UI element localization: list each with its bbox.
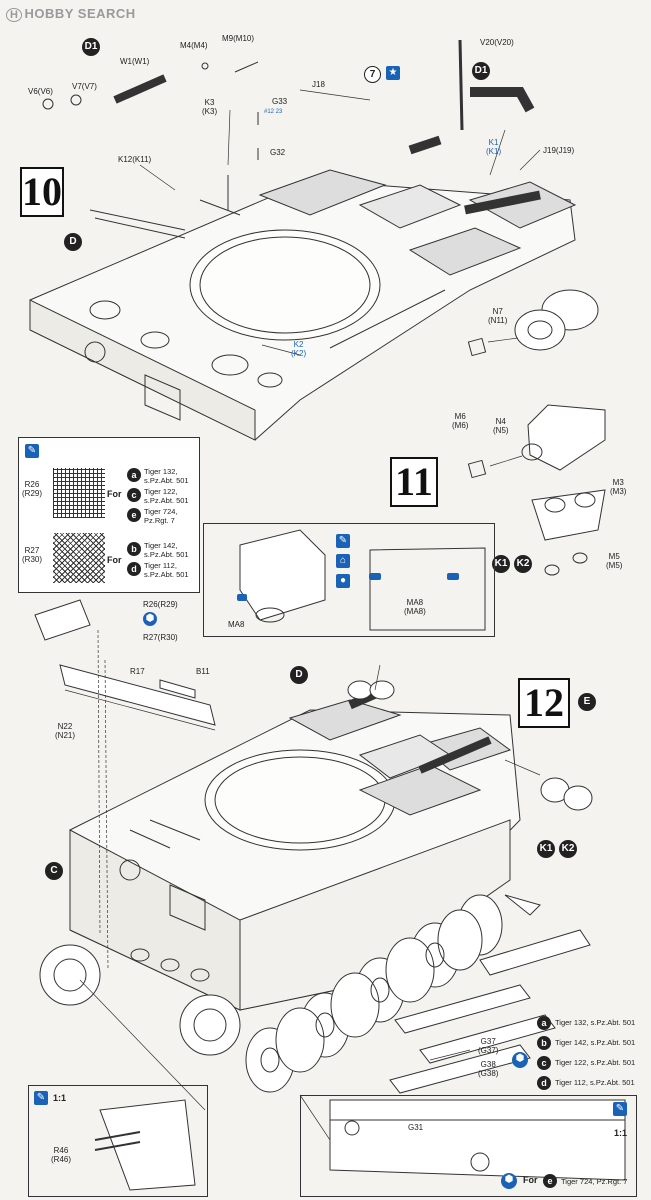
for-label-2: For (107, 555, 122, 565)
ma8-detail-box: MA8 ✎ ⌂ ● MA8 (MA8) (203, 523, 495, 637)
brush-icon-4: ✎ (613, 1102, 627, 1116)
marking-e-text: Tiger 724, Pz.Rgt. 7 (144, 507, 178, 525)
tape-icon: ⌂ (336, 554, 350, 568)
part-label-g38: G38 (G38) (478, 1060, 499, 1078)
part-label-ma8-left: MA8 (228, 620, 245, 629)
step-12-number: 12 (518, 678, 570, 728)
glue-drop-icon: ● (336, 574, 350, 588)
legend-d-text: Tiger 112, s.Pz.Abt. 501 (555, 1078, 635, 1087)
marking-a-text: Tiger 132, s.Pz.Abt. 501 (144, 467, 189, 485)
legend-c-badge: c (537, 1056, 551, 1070)
marker-d1-badge-2: D1 (472, 62, 490, 80)
mesh-label-r27: R27 (R30) (22, 546, 43, 564)
detail-e-badge: e (543, 1174, 557, 1188)
detail-e-text: Tiger 724, Pz.Rgt. 7 (561, 1177, 628, 1186)
legend-a-badge: a (537, 1016, 551, 1030)
marking-d-badge: d (127, 562, 141, 576)
g31-detail-box: ✎ 1:1 G31 ⬢ For e Tiger 724, Pz.Rgt. 7 (300, 1095, 637, 1197)
marking-c-badge: c (127, 488, 141, 502)
brush-icon-3: ✎ (34, 1091, 48, 1105)
decal-star-icon: ★ (386, 66, 400, 80)
marking-a-badge: a (127, 468, 141, 482)
marker-d-badge-2: D (290, 666, 308, 684)
part-label-r17: R17 (130, 667, 145, 676)
part-label-k2: K2 (K2) (291, 340, 307, 358)
part-label-n22: N22 (N21) (55, 722, 76, 740)
part-label-j19: J19(J19) (543, 146, 575, 155)
tape-marker-right-1 (369, 573, 381, 580)
marking-d-text: Tiger 112, s.Pz.Abt. 501 (144, 561, 189, 579)
part-label-v6: V6(V6) (28, 87, 53, 96)
part-label-r26: R26(R29) (143, 600, 178, 609)
r46-detail-box: ✎ 1:1 R46 (R46) (28, 1085, 208, 1197)
mesh-label-r26: R26 (R29) (22, 480, 43, 498)
marking-b-text: Tiger 142, s.Pz.Abt. 501 (144, 541, 189, 559)
option-icon-2: ⬢ (512, 1052, 528, 1068)
marker-k2-badge: K2 (514, 555, 532, 573)
part-label-m6: M6 (M6) (452, 412, 469, 430)
part-label-g33: G33 (272, 97, 288, 106)
part-label-n4: N4 (N5) (493, 417, 509, 435)
step-10-number: 10 (20, 167, 64, 217)
part-label-g33-note: #12 23 (264, 109, 283, 115)
brush-icon-2: ✎ (336, 534, 350, 548)
part-label-ma8-right: MA8 (MA8) (404, 598, 426, 616)
part-label-g32: G32 (270, 148, 286, 157)
marking-options-box: ✎ R26 (R29) R27 (R30) For For a Tiger 13… (18, 437, 200, 593)
legend-b-text: Tiger 142, s.Pz.Abt. 501 (555, 1038, 636, 1047)
part-label-m5: M5 (M5) (606, 552, 623, 570)
part-label-g37: G37 (G37) (478, 1037, 499, 1055)
marker-d1-badge: D1 (82, 38, 100, 56)
part-label-g31: G31 (408, 1123, 424, 1132)
marker-e-badge: E (578, 693, 596, 711)
legend-d-badge: d (537, 1076, 551, 1090)
brush-icon: ✎ (25, 444, 39, 458)
part-label-j18: J18 (312, 80, 325, 89)
part-label-r46: R46 (R46) (51, 1146, 72, 1164)
part-label-m4: M4(M4) (180, 41, 208, 50)
legend-b-badge: b (537, 1036, 551, 1050)
part-label-r27: R27(R30) (143, 633, 178, 642)
for-label-1: For (107, 489, 122, 499)
scale-label-right: 1:1 (614, 1128, 628, 1138)
option-icon: ⬢ (143, 612, 157, 626)
part-label-b11: B11 (196, 667, 210, 676)
for-label-3: For (523, 1175, 538, 1185)
marking-b-badge: b (127, 542, 141, 556)
marker-k1-badge-2: K1 (537, 840, 555, 858)
part-label-k1: K1 (K1) (486, 138, 502, 156)
marker-k2-badge-2: K2 (559, 840, 577, 858)
marker-d-badge: D (64, 233, 82, 251)
tape-marker-right-2 (447, 573, 459, 580)
part-label-k12: K12(K11) (118, 155, 152, 164)
legend-a-text: Tiger 132, s.Pz.Abt. 501 (555, 1018, 636, 1027)
part-label-n7: N7 (N11) (488, 307, 508, 325)
mesh-pattern-square (53, 468, 105, 518)
part-label-w1: W1(W1) (120, 57, 150, 66)
part-label-v20: V20(V20) (480, 38, 514, 47)
marker-c-badge: C (45, 862, 63, 880)
tape-marker-left (237, 594, 247, 601)
marking-e-badge: e (127, 508, 141, 522)
part-label-m3: M3 (M3) (610, 478, 627, 496)
mesh-pattern-diamond (53, 533, 105, 583)
part-label-m9: M9(M10) (222, 34, 255, 43)
marker-k1-badge: K1 (492, 555, 510, 573)
part-label-v7: V7(V7) (72, 82, 97, 91)
paint-step-7-badge: 7 (364, 66, 381, 83)
option-icon-3: ⬢ (501, 1173, 517, 1189)
legend-c-text: Tiger 122, s.Pz.Abt. 501 (555, 1058, 636, 1067)
marking-c-text: Tiger 122, s.Pz.Abt. 501 (144, 487, 189, 505)
scale-label-left: 1:1 (53, 1093, 67, 1103)
step-11-number: 11 (390, 457, 438, 507)
part-label-k3: K3 (K3) (202, 98, 218, 116)
